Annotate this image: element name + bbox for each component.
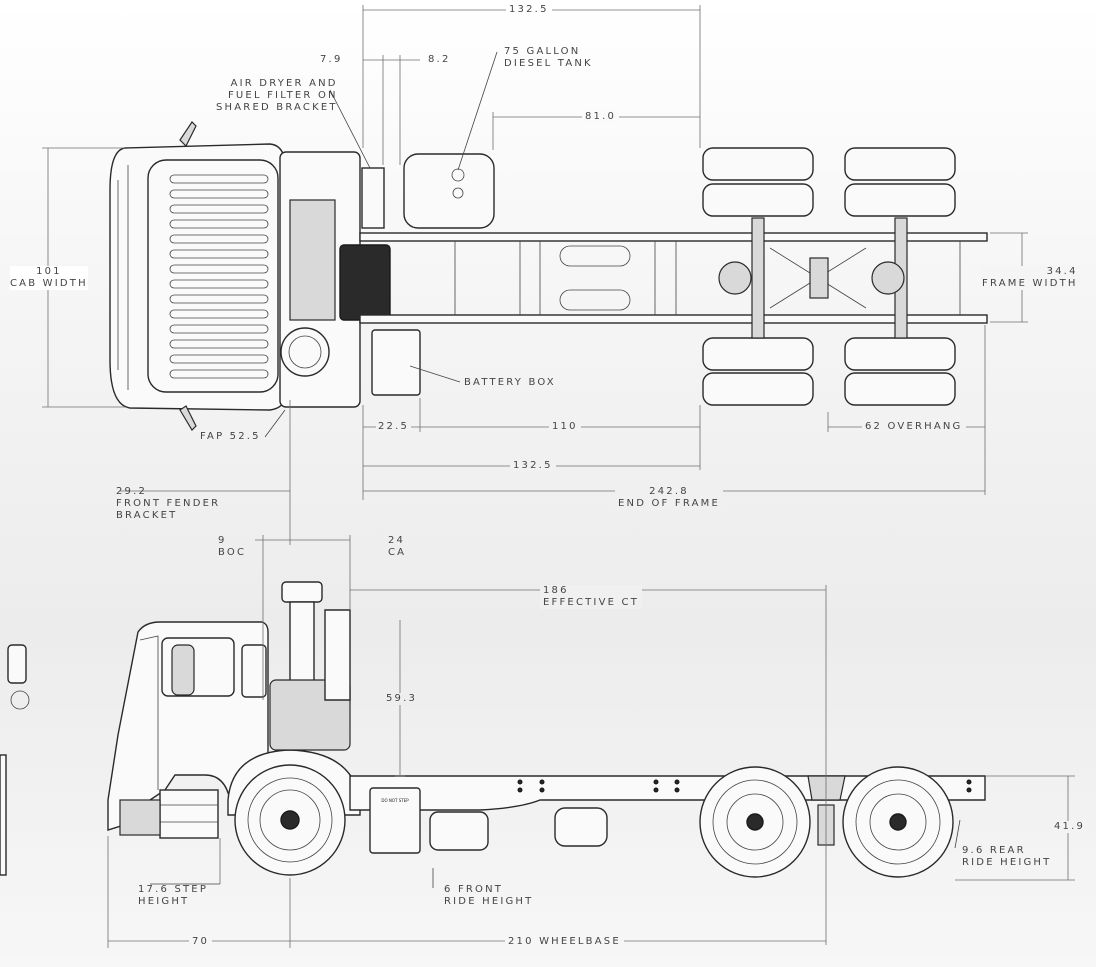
- top-view: [42, 5, 1028, 545]
- side-view: DO NOT STEP: [0, 535, 1075, 948]
- dim-bottom-132-5: 132.5: [510, 460, 556, 472]
- engine-compartment-top: [279, 151, 391, 408]
- battery-box-top: [371, 329, 421, 396]
- cab-side: [107, 621, 269, 839]
- dim-81-0: 81.0: [582, 111, 620, 123]
- dim-59-3: 59.3: [384, 693, 420, 705]
- label-battery-box: BATTERY BOX: [464, 377, 556, 388]
- front-wheel-side: [227, 749, 361, 876]
- dim-41-9: 41.9: [1052, 821, 1088, 833]
- frame-rails-top: [359, 232, 988, 324]
- rear-tandem-side: [699, 766, 954, 878]
- dim-22-5: 22.5: [376, 421, 412, 433]
- top-dimension-lines: [42, 5, 1028, 545]
- dim-top-132-5: 132.5: [506, 4, 552, 16]
- dim-110: 110: [549, 421, 581, 433]
- do-not-step-decal: DO NOT STEP: [381, 798, 409, 803]
- label-fap: FAP 52.5: [200, 431, 261, 442]
- label-wheelbase: 210 WHEELBASE: [505, 936, 624, 948]
- battery-box-side: DO NOT STEP: [369, 787, 608, 854]
- cab-top: [109, 121, 286, 431]
- engine-side: [269, 581, 351, 751]
- label-overhang: 62 OVERHANG: [862, 421, 966, 433]
- dim-70: 70: [189, 936, 213, 948]
- rear-tandem-top: [702, 147, 956, 406]
- dim-7-9: 7.9: [320, 54, 343, 65]
- diesel-tank-top: [403, 153, 495, 229]
- dim-8-2: 8.2: [428, 54, 451, 65]
- mirror-side: [0, 644, 30, 876]
